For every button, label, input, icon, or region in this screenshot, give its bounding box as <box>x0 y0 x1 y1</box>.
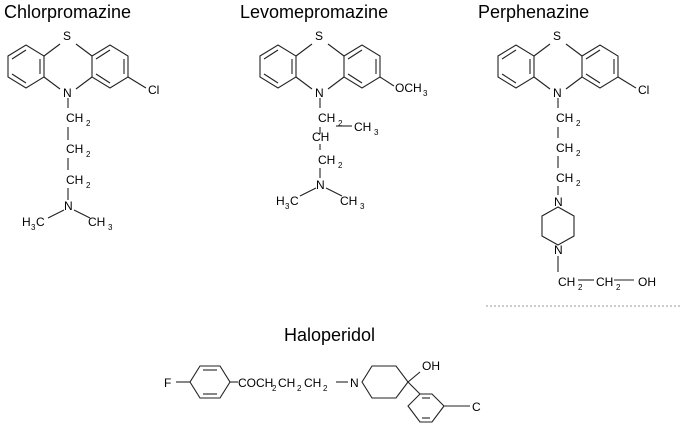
haloperidol-chain-sub-2: 2 <box>297 384 302 393</box>
chlorpromazine-ch2-1-sub: 2 <box>86 119 91 128</box>
perphenazine-ch2-1: CH <box>556 111 573 125</box>
perphenazine-ch2-1-sub: 2 <box>576 119 581 128</box>
haloperidol-chain-3: CH <box>304 376 321 390</box>
levomepromazine-ch3-sub: 3 <box>374 128 379 137</box>
levomepromazine-sulfur: S <box>315 29 323 43</box>
perphenazine-chlorine: Cl <box>638 83 649 97</box>
levomepromazine-ch2-2-sub: 2 <box>338 161 343 170</box>
levomepromazine-methyl-right: CH <box>340 194 357 208</box>
perphenazine-ch2-5: CH <box>596 275 613 289</box>
levomepromazine-methoxy-sub: 3 <box>423 89 428 98</box>
chlorpromazine-methyl-left-sub: 3 <box>31 223 36 232</box>
haloperidol-c-label: C <box>472 400 481 414</box>
chlorpromazine-methyl-right: CH <box>88 215 105 229</box>
perphenazine-title: Perphenazine <box>478 2 590 22</box>
haloperidol-structure: F COCH 2 CH 2 CH 2 N OH C <box>164 359 481 423</box>
perphenazine-ring-nitrogen: N <box>553 86 562 100</box>
perphenazine-ch2-5-sub: 2 <box>616 283 621 292</box>
levomepromazine-structure: S N OCH 3 CH 2 CH CH 3 CH 2 N H 3 C CH 3 <box>259 29 428 211</box>
levomepromazine-amine-nitrogen: N <box>316 178 325 192</box>
perphenazine-ch2-3: CH <box>556 171 573 185</box>
levomepromazine-methyl-left-c: C <box>290 194 299 208</box>
chlorpromazine-ch2-1: CH <box>66 111 83 125</box>
perphenazine-ch2-2: CH <box>556 141 573 155</box>
levomepromazine-methyl-left-sub: 3 <box>285 202 290 211</box>
chlorpromazine-title: Chlorpromazine <box>4 2 132 22</box>
levomepromazine-ch: CH <box>312 130 329 144</box>
levomepromazine-methoxy: OCH <box>395 81 422 95</box>
levomepromazine-title: Levomepromazine <box>240 2 389 22</box>
perphenazine-ch2-4: CH <box>558 275 575 289</box>
perphenazine-ch2-2-sub: 2 <box>576 149 581 158</box>
levomepromazine-ch2-1: CH <box>318 111 335 125</box>
chlorpromazine-ch2-2: CH <box>66 142 83 156</box>
chlorpromazine-methyl-right-sub: 3 <box>108 223 113 232</box>
levomepromazine-methyl-right-sub: 3 <box>360 202 365 211</box>
haloperidol-chain-2: CH <box>278 376 295 390</box>
perphenazine-ch2-4-sub: 2 <box>578 283 583 292</box>
haloperidol-chain-sub-3: 2 <box>323 384 328 393</box>
perphenazine-piperazine-n1: N <box>554 195 563 209</box>
levomepromazine-ch3: CH <box>354 120 371 134</box>
levomepromazine-ch2-1-sub: 2 <box>338 119 343 128</box>
chlorpromazine-amine-nitrogen: N <box>64 199 73 213</box>
chlorpromazine-ch2-2-sub: 2 <box>86 150 91 159</box>
chlorpromazine-methyl-left-h: H <box>22 215 31 229</box>
chlorpromazine-structure: S N Cl CH 2 CH 2 CH 2 N H 3 C CH 3 <box>7 29 159 232</box>
perphenazine-hydroxyl: OH <box>638 275 656 289</box>
levomepromazine-ring-nitrogen: N <box>315 86 324 100</box>
perphenazine-ch2-3-sub: 2 <box>576 179 581 188</box>
perphenazine-sulfur: S <box>553 29 561 43</box>
haloperidol-chain-sub-1: 2 <box>272 384 277 393</box>
levomepromazine-ch2-2: CH <box>318 153 335 167</box>
chlorpromazine-ring-nitrogen: N <box>63 86 72 100</box>
perphenazine-structure: S N Cl CH 2 CH 2 CH 2 N N CH 2 CH 2 OH <box>497 29 656 292</box>
perphenazine-piperazine-n2: N <box>554 243 563 257</box>
levomepromazine-methyl-left-h: H <box>276 194 285 208</box>
chlorpromazine-ch2-3: CH <box>66 173 83 187</box>
chlorpromazine-sulfur: S <box>63 29 71 43</box>
chlorpromazine-methyl-left-c: C <box>36 215 45 229</box>
haloperidol-fluorine: F <box>164 376 171 390</box>
haloperidol-hydroxyl: OH <box>422 359 440 373</box>
haloperidol-nitrogen: N <box>350 376 359 390</box>
haloperidol-chain: COCH <box>238 376 273 390</box>
chlorpromazine-chlorine: Cl <box>148 83 159 97</box>
haloperidol-title: Haloperidol <box>284 325 376 345</box>
chlorpromazine-ch2-3-sub: 2 <box>86 181 91 190</box>
